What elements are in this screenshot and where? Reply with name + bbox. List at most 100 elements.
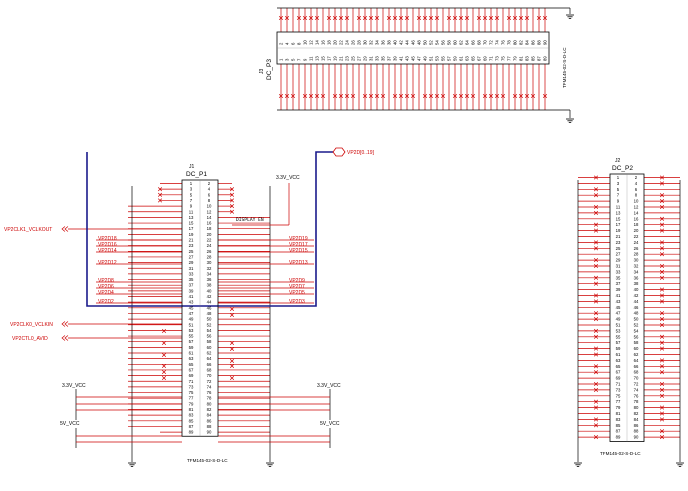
- p2-part: TFM145-02-S-D-LC: [600, 451, 641, 456]
- no-connect-stroke: [229, 346, 235, 352]
- p2-pin-number: 15: [616, 216, 621, 221]
- no-connect-mark: [332, 93, 338, 99]
- no-connect-mark: [344, 93, 350, 99]
- p2-pin-number: 30: [634, 258, 639, 263]
- p3-pin-number: 17: [327, 56, 332, 61]
- no-connect-mark: [659, 381, 665, 387]
- p2-pin-number: 35: [616, 275, 621, 280]
- no-connect-stroke: [326, 15, 332, 21]
- no-connect-stroke: [593, 435, 599, 440]
- p1-pin-number: 6: [208, 192, 211, 197]
- no-connect-stroke: [229, 209, 235, 214]
- p2-pin-number: 74: [634, 387, 639, 392]
- no-connect-stroke: [229, 363, 235, 369]
- no-connect-stroke: [593, 175, 599, 180]
- no-connect-mark: [428, 15, 434, 21]
- no-connect-stroke: [229, 198, 235, 203]
- no-connect-stroke: [482, 15, 488, 21]
- net-label-clk1: VP2CLK1_VCLKOUT: [4, 227, 52, 233]
- p1-pin-number: 9: [190, 204, 193, 209]
- p1-pin-number: 53: [189, 328, 194, 333]
- p3-name: DC_P3: [266, 59, 273, 80]
- p2-pin-number: 82: [634, 411, 639, 416]
- p2-pin-number: 79: [616, 405, 621, 410]
- p1-pin-number: 45: [189, 305, 194, 310]
- no-connect-mark: [314, 15, 320, 21]
- no-connect-mark: [302, 15, 308, 21]
- p2-pin-number: 54: [634, 328, 639, 333]
- no-connect-stroke: [659, 429, 665, 434]
- no-connect-stroke: [392, 15, 398, 21]
- p1-pin-number: 31: [189, 266, 194, 271]
- no-connect-mark: [659, 193, 665, 198]
- p2-pin-number: 43: [616, 299, 621, 304]
- no-connect-stroke: [278, 93, 284, 99]
- no-connect-mark: [229, 340, 235, 346]
- p2-pin-number: 23: [616, 240, 621, 245]
- no-connect-mark: [593, 399, 599, 404]
- no-connect-mark: [161, 328, 167, 334]
- no-connect-stroke: [659, 240, 665, 245]
- p2-pin-number: 67: [616, 370, 621, 375]
- p1-pin-number: 39: [189, 288, 194, 293]
- no-connect-mark: [593, 381, 599, 387]
- p1-pin-number: 24: [207, 243, 212, 248]
- p2-pin-number: 6: [635, 187, 638, 192]
- power-label-3v3-left: 3.3V_VCC: [62, 383, 86, 389]
- no-connect-stroke: [593, 275, 599, 280]
- no-connect-mark: [452, 93, 458, 99]
- net-label-clk0: VP2CLK0_VCLKIN: [10, 322, 53, 328]
- no-connect-stroke: [302, 15, 308, 21]
- p2-pin-number: 61: [616, 352, 621, 357]
- no-connect-stroke: [659, 299, 665, 304]
- p3-pin-number: 51: [429, 56, 434, 61]
- p3-pin-number: 62: [459, 40, 464, 45]
- no-connect-mark: [338, 93, 344, 99]
- no-connect-mark: [659, 216, 665, 221]
- p2-pin-number: 22: [634, 234, 639, 239]
- p2-pin-number: 29: [616, 258, 621, 263]
- no-connect-mark: [659, 240, 665, 245]
- p3-pin-number: 37: [387, 56, 392, 61]
- no-connect-stroke: [157, 198, 163, 203]
- no-connect-stroke: [659, 317, 665, 322]
- no-connect-stroke: [593, 311, 599, 316]
- p1-pin-number: 16: [207, 221, 212, 226]
- no-connect-mark: [482, 93, 488, 99]
- no-connect-mark: [278, 93, 284, 99]
- no-connect-stroke: [494, 15, 500, 21]
- p1-pin-number: 85: [189, 418, 194, 423]
- p3-pin-number: 43: [405, 56, 410, 61]
- p3-pin-number: 44: [405, 40, 410, 45]
- no-connect-stroke: [302, 93, 308, 99]
- no-connect-mark: [344, 15, 350, 21]
- p1-pin-number: 87: [189, 424, 194, 429]
- p2-pin-number: 53: [616, 328, 621, 333]
- no-connect-stroke: [659, 405, 665, 410]
- p2-pin-number: 33: [616, 269, 621, 274]
- p3-pin-number: 5: [291, 58, 296, 61]
- p3-pin-number: 79: [513, 56, 518, 61]
- p1-pin-number: 5: [190, 192, 193, 197]
- p3-pin-number: 89: [543, 56, 548, 61]
- no-connect-mark: [356, 15, 362, 21]
- p1-pin-number: 68: [207, 367, 212, 372]
- no-connect-stroke: [284, 93, 290, 99]
- no-connect-mark: [422, 93, 428, 99]
- p1-left-data-label: VP2D6: [98, 284, 114, 290]
- no-connect-stroke: [659, 340, 665, 345]
- p3-pin-number: 52: [429, 40, 434, 45]
- no-connect-stroke: [659, 293, 665, 298]
- no-connect-stroke: [332, 93, 338, 99]
- p1-pin-number: 15: [189, 221, 194, 226]
- no-connect-mark: [470, 93, 476, 99]
- no-connect-mark: [320, 93, 326, 99]
- p3-pin-number: 86: [531, 40, 536, 45]
- p1-pin-number: 78: [207, 396, 212, 401]
- no-connect-mark: [512, 15, 518, 21]
- no-connect-mark: [229, 358, 235, 364]
- no-connect-mark: [659, 358, 665, 363]
- p3-pin-number: 74: [495, 40, 500, 45]
- p1-pin-number: 80: [207, 401, 212, 406]
- p1-left-data-label: VP2D2: [98, 299, 114, 305]
